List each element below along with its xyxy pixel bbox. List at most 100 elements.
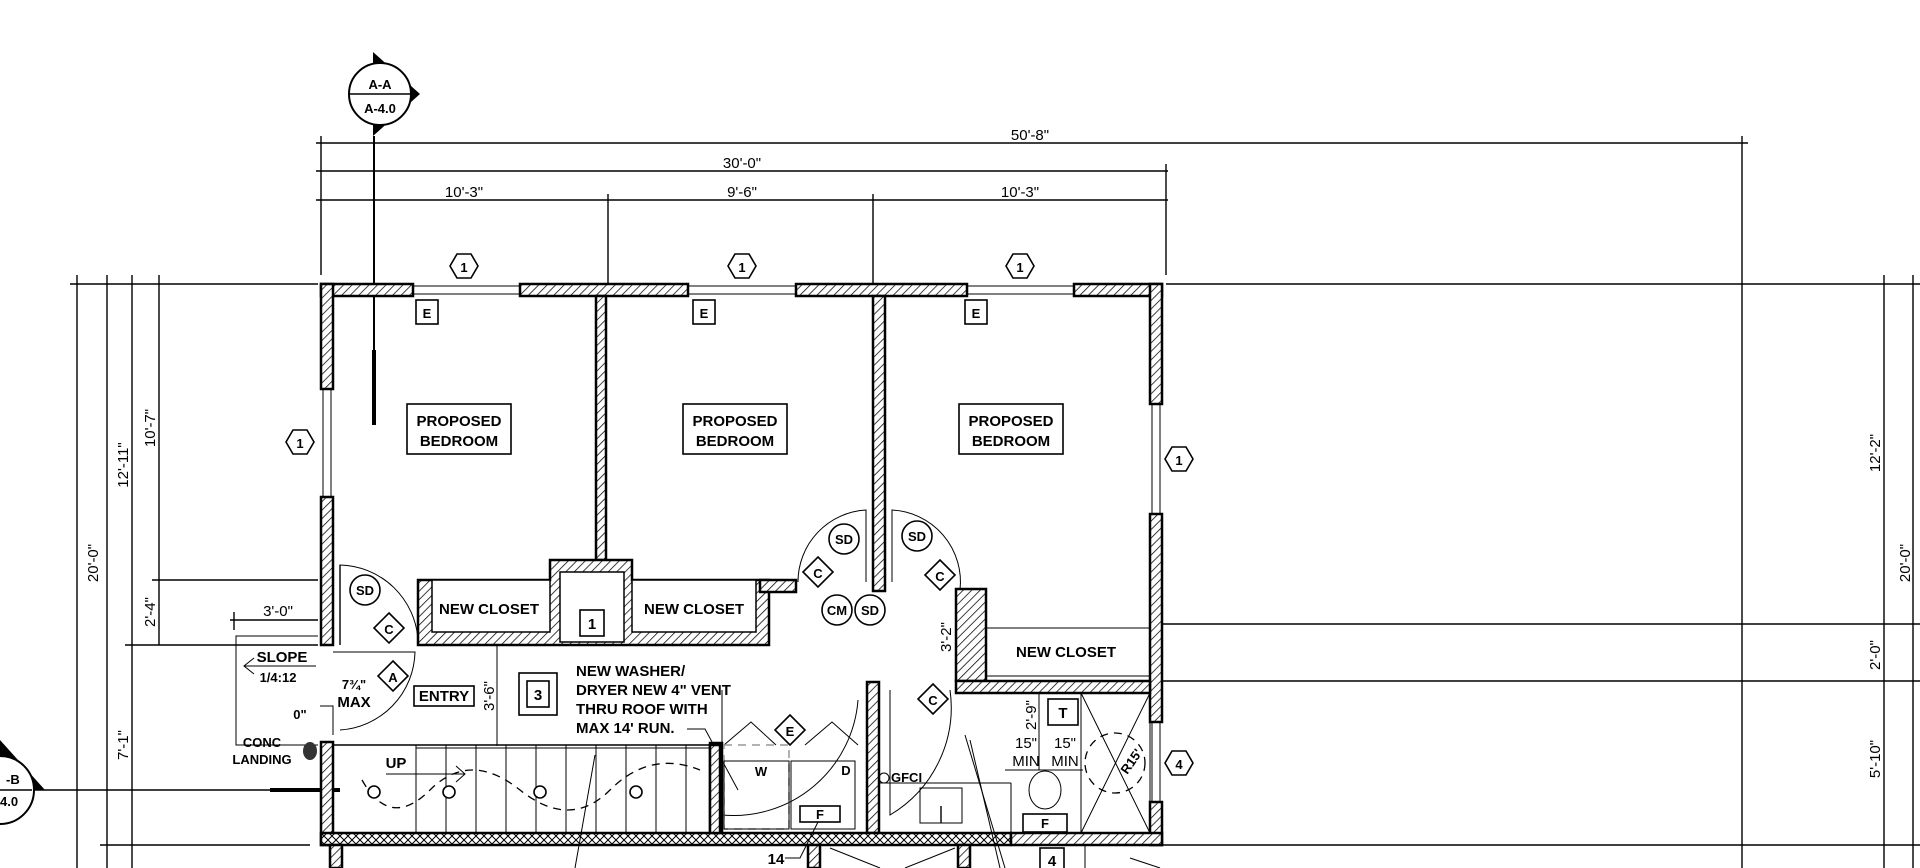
fan-icon: F [799,805,841,823]
door-tag-a: A [376,659,410,693]
door-tag-c: C [916,682,950,716]
window-tag-hexagon: 1 [449,253,479,279]
svg-text:PROPOSED: PROPOSED [968,413,1053,430]
co-detector-tag: CM [821,594,853,626]
svg-text:1: 1 [460,260,467,275]
dim-left-total: 20'-0" [85,544,102,582]
window-tag-hexagon: 1 [285,429,315,455]
svg-text:4: 4 [1175,757,1183,772]
svg-text:E: E [786,724,795,739]
svg-text:PROPOSED: PROPOSED [416,413,501,430]
doors [333,509,961,816]
slope-label: SLOPE [257,649,308,666]
dim-right-5-10: 5'-10" [1867,740,1884,778]
sheet-label: A-4.0 [364,101,396,116]
closet-1-label: NEW CLOSET [439,601,539,618]
callout-14: 14 [768,851,785,868]
egress-tags: E E E [415,299,988,325]
dim-left-2-4: 2'-4" [142,597,159,627]
dryer-label: D [841,763,850,778]
min-label: MIN [1012,753,1040,770]
svg-text:C: C [384,622,394,637]
dim-hall-3-6: 3'-6" [481,681,498,711]
step-height: 7¾" [342,677,366,692]
svg-text:DRYER NEW 4" VENT: DRYER NEW 4" VENT [576,682,731,699]
washer-note: NEW WASHER/ DRYER NEW 4" VENT THRU ROOF … [576,663,739,791]
bedroom-3-label: PROPOSED BEDROOM [958,403,1064,455]
svg-text:3: 3 [534,687,542,704]
dim-bay-3: 10'-3" [1001,184,1039,201]
smoke-detector-tag: SD [828,523,860,555]
dim-bay-2: 9'-6" [727,184,757,201]
svg-text:ENTRY: ENTRY [419,688,469,705]
bedroom-2-label: PROPOSED BEDROOM [682,403,788,455]
note-tag-4: 4 [1039,847,1065,868]
window-tags: 1 1 1 1 1 4 [285,253,1194,776]
svg-text:T: T [1058,705,1067,722]
svg-text:1: 1 [1016,260,1023,275]
dim-bay-1: 10'-3" [445,184,483,201]
min-label: MIN [1051,753,1079,770]
landing-label: LANDING [232,752,291,767]
slope-ratio: 1/4:12 [260,670,297,685]
door-tag-c: C [372,611,406,645]
window-tag-hexagon: 1 [727,253,757,279]
dim-right-2-0: 2'-0" [1867,640,1884,670]
washer-label: W [755,764,768,779]
smoke-detector-tag: SD [854,594,886,626]
dim-overall-width: 50'-8" [1011,127,1049,144]
stairs: UP [333,743,722,868]
section-marker-a: A-A A-4.0 [348,52,420,425]
svg-text:SD: SD [861,603,879,618]
svg-text:C: C [813,566,823,581]
window-tag-hexagon: 1 [1005,253,1035,279]
fan-icon: F [1022,813,1068,833]
closet-3-label: NEW CLOSET [1016,644,1116,661]
window-tag-hexagon: 1 [1164,446,1194,472]
svg-text:C: C [935,569,945,584]
svg-text:BEDROOM: BEDROOM [420,433,498,450]
gfci-label: GFCI [891,770,922,785]
svg-text:E: E [423,306,432,321]
closet-2-label: NEW CLOSET [644,601,744,618]
svg-text:A: A [388,670,398,685]
svg-text:PROPOSED: PROPOSED [692,413,777,430]
svg-text:C: C [928,693,938,708]
walls [319,282,1164,868]
egress-tag-diamond: E [773,713,807,747]
dim-left-7-1: 7'-1" [115,730,132,760]
bedroom-1-label: PROPOSED BEDROOM [406,403,512,455]
note-tag-1: 1 [579,609,605,637]
svg-text:E: E [700,306,709,321]
laundry: W D F 14 [723,721,859,868]
dim-toilet-left: 15" [1015,735,1037,752]
svg-text:F: F [816,807,824,822]
door-tag-c: C [923,558,957,592]
svg-text:E: E [972,306,981,321]
dim-landing-width: 3'-0" [263,603,293,620]
window-tag-hexagon: 4 [1164,750,1194,776]
toilet-tag: T [1047,698,1079,726]
section-label: A-A [368,77,392,92]
svg-text:BEDROOM: BEDROOM [972,433,1050,450]
svg-text:4: 4 [1048,853,1057,868]
sheet-label: 4.0 [0,794,18,809]
right-dimensions: 12'-2" 20'-0" 2'-0" 5'-10" [1160,275,1920,868]
section-label: -B [6,772,20,787]
note-tag-3: 3 [518,672,558,716]
svg-text:1: 1 [1175,453,1182,468]
dim-left-10-7: 10'-7" [142,409,159,447]
dim-house-width: 30'-0" [723,155,761,172]
windows [322,285,1161,803]
svg-text:SD: SD [356,583,374,598]
smoke-detector-tag: SD [901,520,933,552]
dim-toilet-2-9: 2'-9" [1023,700,1040,730]
dim-toilet-right: 15" [1054,735,1076,752]
landing: SLOPE 1/4:12 7¾" MAX 0" CONC LANDING [232,635,371,767]
dim-right-12-2: 12'-2" [1867,434,1884,472]
svg-text:1: 1 [588,616,596,633]
dim-left-12-11: 12'-11" [115,442,132,487]
svg-text:1: 1 [296,436,303,451]
dim-hall-3-2: 3'-2" [938,622,955,652]
